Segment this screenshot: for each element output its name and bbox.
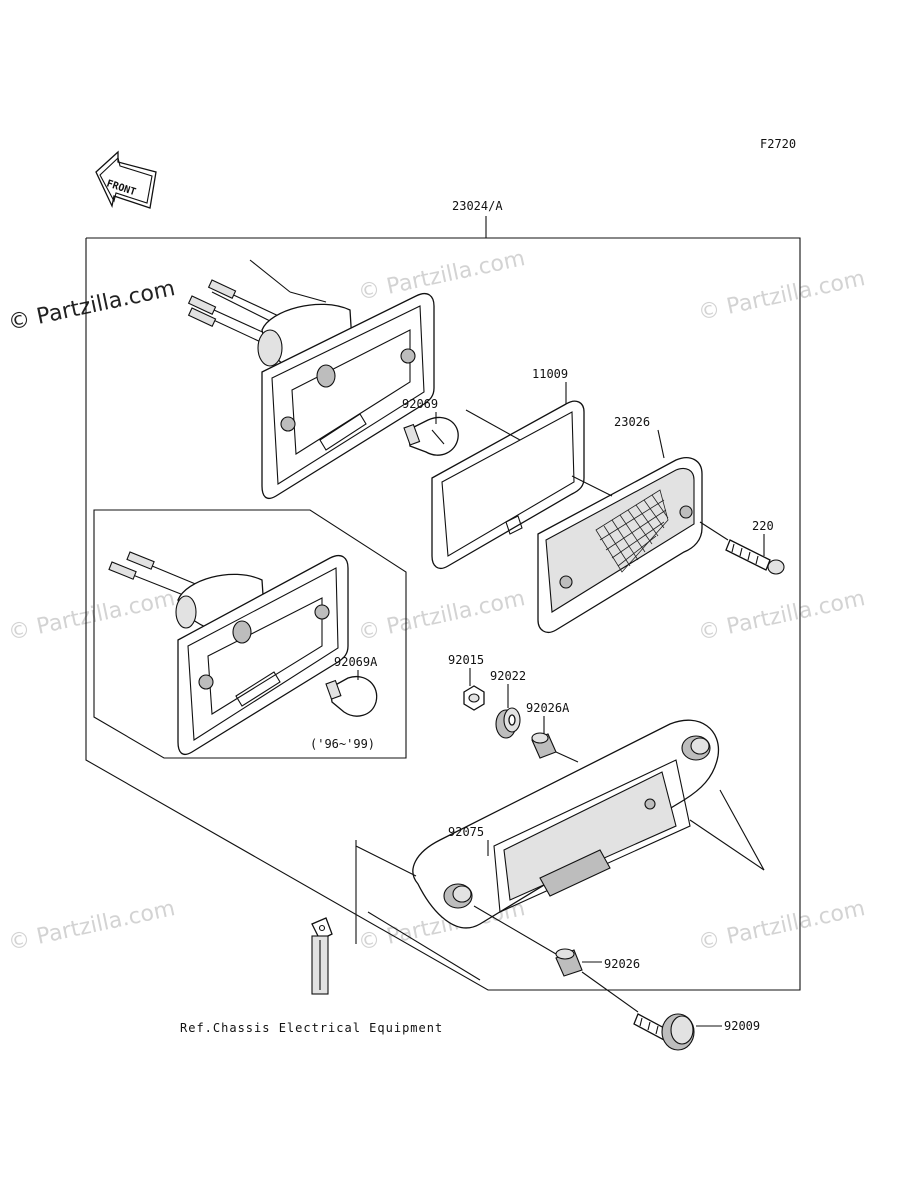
watermark: © Partzilla.com (6, 896, 177, 956)
part-label-92015: 92015 (448, 653, 484, 667)
watermark: © Partzilla.com (356, 246, 527, 306)
part-label-92069: 92069 (402, 397, 438, 411)
watermark: © Partzilla.com (6, 276, 177, 336)
part-label-92009: 92009 (724, 1019, 760, 1033)
nut-92015 (463, 685, 485, 711)
ref-note: Ref.Chassis Electrical Equipment (180, 1021, 443, 1035)
assembly-label: 23024/A (452, 199, 503, 213)
lamp-housing-variant (108, 551, 349, 756)
lamp-housing-main (187, 259, 435, 500)
bulb-92069A (325, 676, 378, 717)
watermark: © Partzilla.com (6, 586, 177, 646)
part-label-220: 220 (752, 519, 774, 533)
figure-code: F2720 (760, 137, 796, 151)
connector-terminal (311, 917, 333, 995)
part-label-92026A: 92026A (526, 701, 570, 715)
bolt-92009 (633, 1013, 695, 1051)
watermark: © Partzilla.com (696, 896, 867, 956)
watermark: © Partzilla.com (696, 266, 867, 326)
front-arrow-icon: FRONT (95, 150, 157, 209)
assembly-boundary (85, 237, 801, 991)
bulb-92069 (403, 416, 459, 456)
part-label-92069A: 92069A (334, 655, 378, 669)
part-label-92022: 92022 (490, 669, 526, 683)
year-note: ('96~'99) (310, 737, 375, 751)
watermark: © Partzilla.com (356, 586, 527, 646)
part-label-92075: 92075 (448, 825, 484, 839)
washer-92022 (495, 707, 521, 739)
screw-220 (725, 539, 785, 575)
lens-23026 (537, 457, 703, 634)
part-label-11009: 11009 (532, 367, 568, 381)
gasket-11009 (431, 400, 585, 570)
part-label-92026: 92026 (604, 957, 640, 971)
part-label-23026: 23026 (614, 415, 650, 429)
watermark: © Partzilla.com (696, 586, 867, 646)
lens-grid-pattern (595, 489, 669, 573)
collar-92026A (531, 732, 557, 759)
bracket-92075 (412, 719, 720, 929)
variant-inset-box (93, 509, 407, 759)
collar-92026 (555, 948, 583, 977)
